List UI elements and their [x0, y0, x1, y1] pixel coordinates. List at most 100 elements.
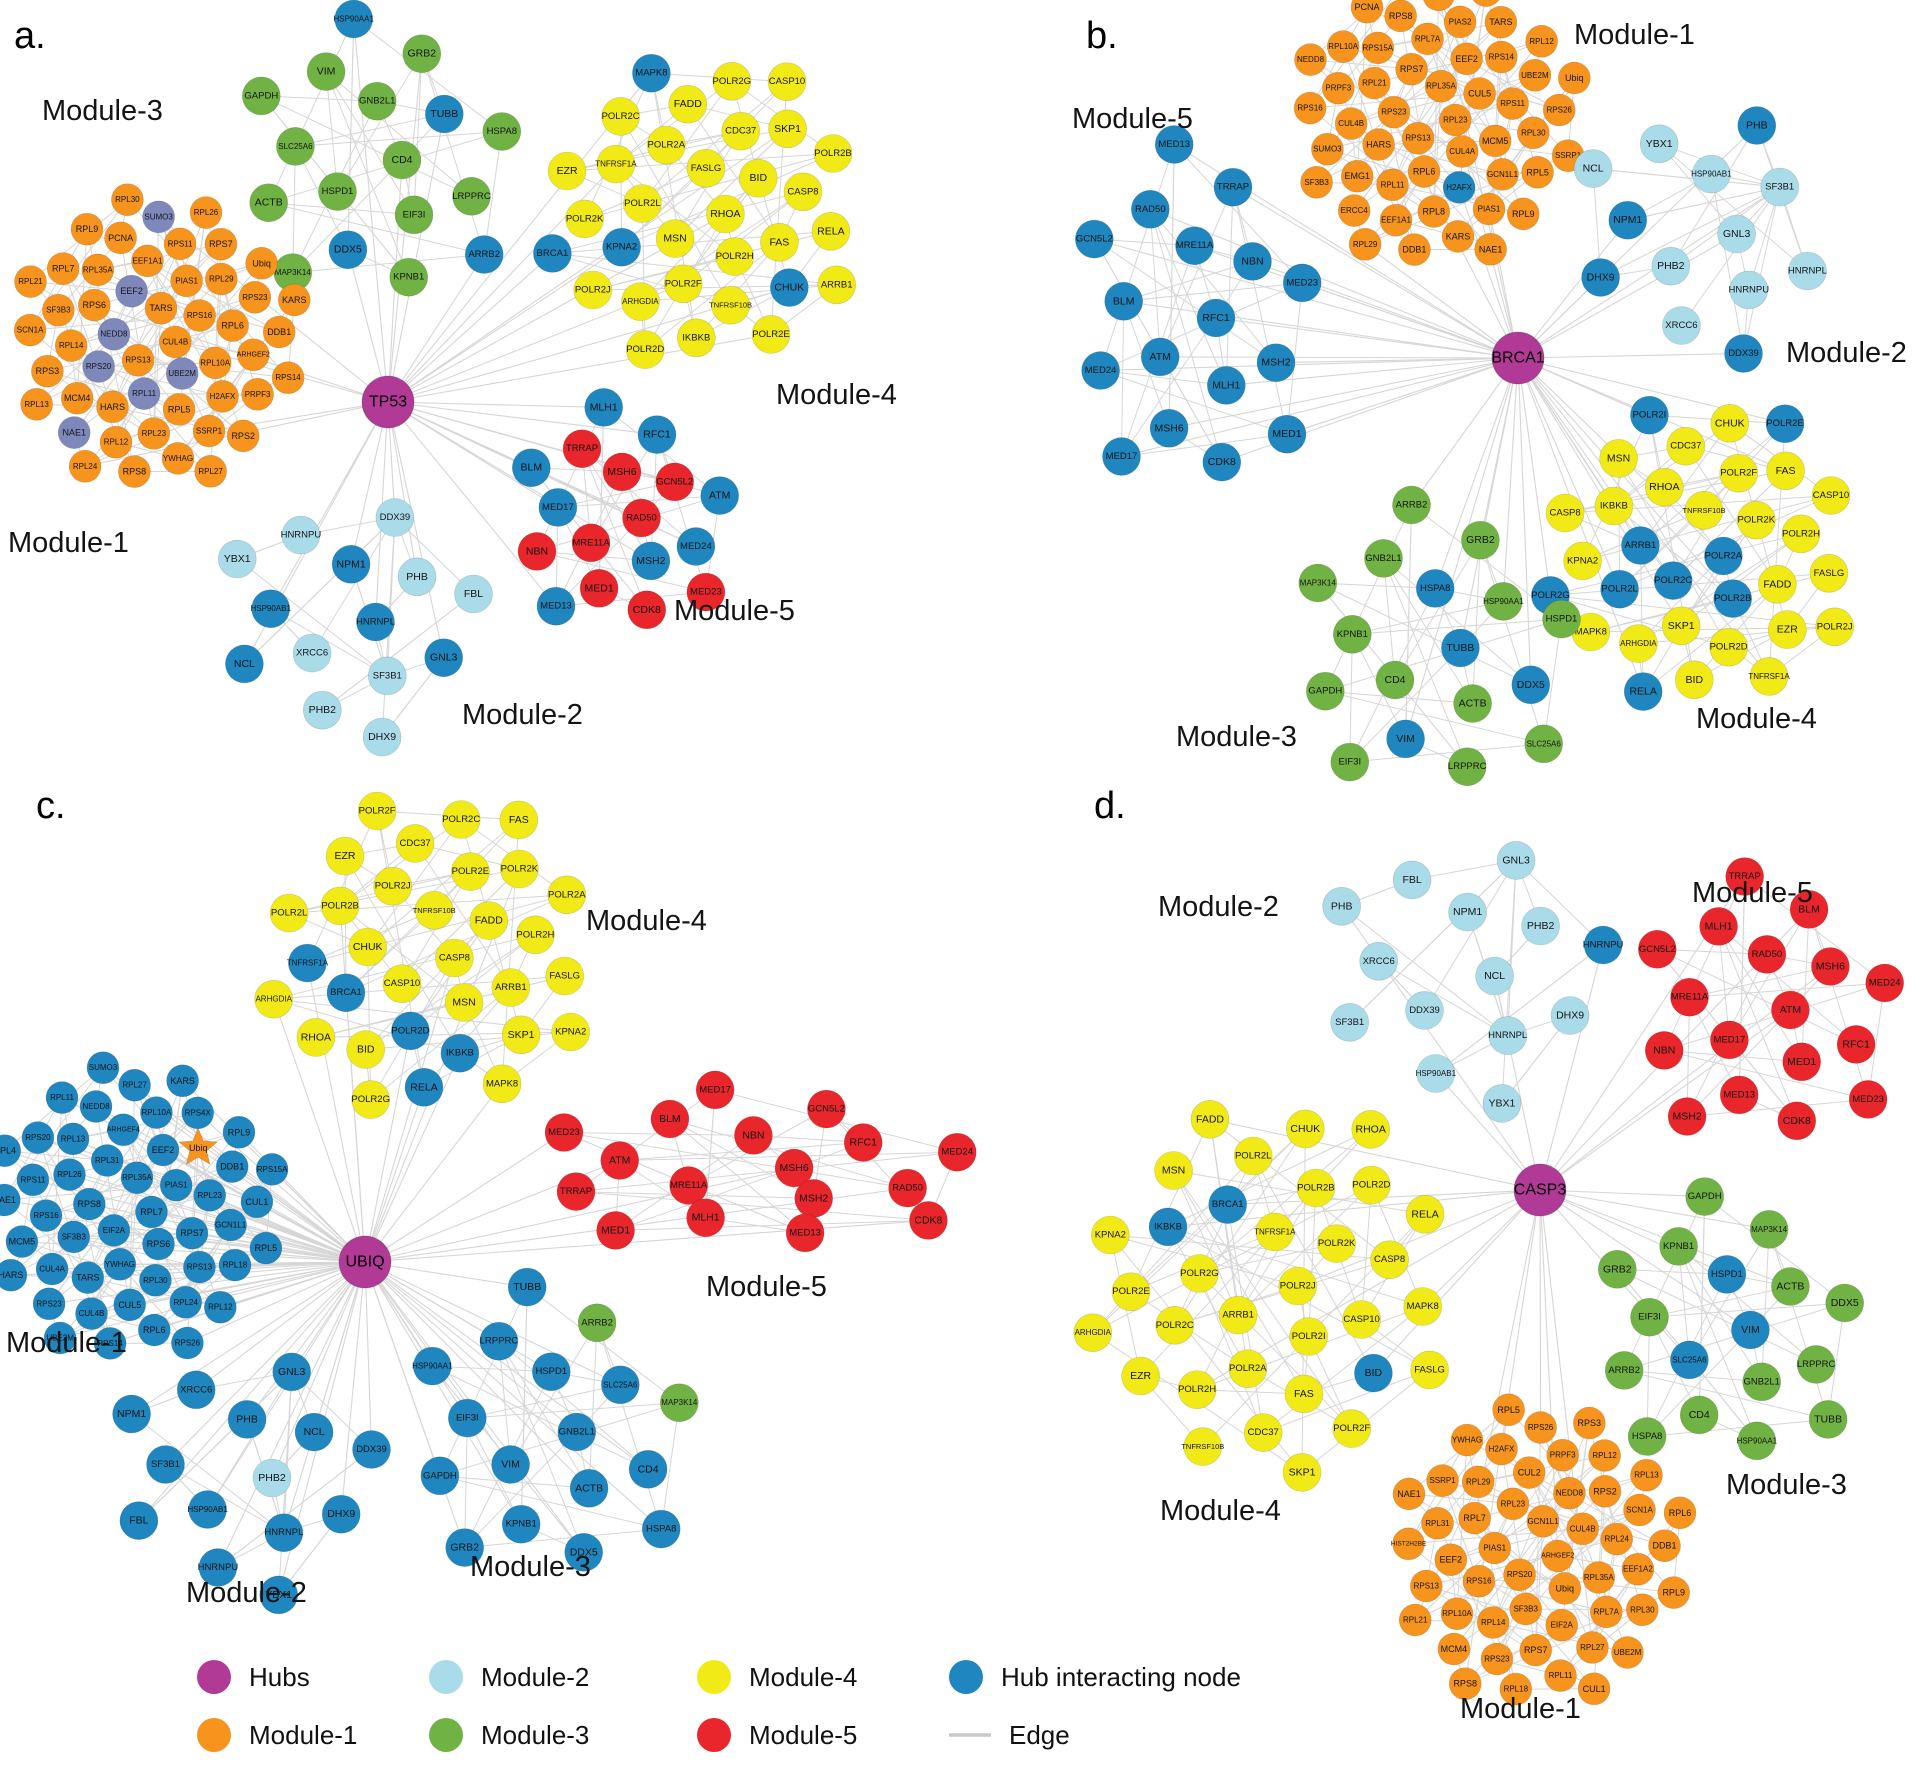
network-node[interactable]	[118, 455, 151, 488]
network-node[interactable]	[60, 381, 94, 415]
network-node[interactable]	[1282, 263, 1322, 303]
network-node[interactable]	[533, 234, 572, 273]
network-node[interactable]	[482, 1064, 522, 1104]
network-node[interactable]	[73, 1187, 106, 1221]
network-node[interactable]	[424, 638, 464, 678]
network-node[interactable]	[888, 1168, 927, 1208]
network-node[interactable]	[937, 1132, 977, 1172]
network-node[interactable]	[1196, 298, 1236, 338]
network-node[interactable]	[318, 172, 357, 211]
network-node[interactable]	[131, 244, 164, 278]
network-node[interactable]	[1183, 1427, 1223, 1466]
network-node[interactable]	[189, 196, 223, 229]
network-node[interactable]	[1573, 149, 1613, 188]
network-node[interactable]	[1760, 167, 1799, 207]
network-node[interactable]	[1091, 1215, 1130, 1255]
network-node[interactable]	[1719, 1075, 1759, 1115]
network-node[interactable]	[97, 1214, 131, 1247]
network-node[interactable]	[1488, 1016, 1527, 1055]
network-node[interactable]	[637, 415, 677, 454]
network-node[interactable]	[1766, 451, 1805, 491]
network-node[interactable]	[1448, 1667, 1482, 1700]
network-node[interactable]	[556, 1172, 596, 1211]
network-node[interactable]	[1492, 1393, 1525, 1427]
network-node[interactable]	[517, 532, 557, 571]
network-node[interactable]	[302, 690, 342, 730]
network-node[interactable]	[676, 527, 716, 566]
network-node[interactable]	[352, 1430, 391, 1469]
network-node[interactable]	[1825, 1283, 1864, 1323]
network-node[interactable]	[1482, 1084, 1522, 1123]
network-node[interactable]	[1218, 1295, 1258, 1335]
network-node[interactable]	[90, 1144, 124, 1177]
network-node[interactable]	[1450, 42, 1483, 76]
network-node[interactable]	[97, 317, 131, 351]
network-node[interactable]	[1590, 1595, 1623, 1629]
network-node[interactable]	[159, 325, 192, 359]
network-node[interactable]	[1566, 1512, 1599, 1546]
network-node[interactable]	[0, 1134, 21, 1167]
network-node[interactable]	[1081, 351, 1120, 390]
network-node[interactable]	[531, 1352, 571, 1391]
network-node[interactable]	[1351, 1110, 1390, 1149]
network-node[interactable]	[112, 1394, 151, 1434]
network-node[interactable]	[1439, 103, 1472, 137]
network-node[interactable]	[1675, 660, 1714, 700]
network-node[interactable]	[1478, 124, 1512, 158]
network-node[interactable]	[464, 235, 504, 274]
network-node[interactable]	[571, 523, 611, 563]
network-node[interactable]	[562, 429, 602, 469]
network-node[interactable]	[1478, 1531, 1511, 1565]
network-node[interactable]	[1542, 599, 1581, 639]
network-node[interactable]	[1322, 71, 1355, 105]
network-node[interactable]	[1073, 1313, 1113, 1352]
network-node[interactable]	[328, 230, 368, 269]
network-node[interactable]	[909, 1201, 948, 1240]
network-node[interactable]	[241, 377, 274, 411]
network-node[interactable]	[1496, 87, 1529, 120]
network-node[interactable]	[45, 1081, 79, 1114]
network-node[interactable]	[579, 568, 619, 608]
network-node[interactable]	[1777, 1101, 1817, 1141]
network-node[interactable]	[214, 1208, 247, 1242]
network-node[interactable]	[1644, 1031, 1684, 1070]
network-node[interactable]	[382, 140, 422, 180]
network-node[interactable]	[1424, 69, 1458, 103]
network-node[interactable]	[1758, 564, 1797, 604]
network-node[interactable]	[16, 1163, 50, 1197]
network-node[interactable]	[215, 1150, 249, 1183]
network-node[interactable]	[536, 586, 576, 626]
network-node[interactable]	[402, 34, 442, 74]
network-node[interactable]	[1621, 1552, 1655, 1586]
network-node[interactable]	[1661, 606, 1701, 646]
network-node[interactable]	[1619, 624, 1658, 663]
network-node[interactable]	[1207, 366, 1246, 405]
network-node[interactable]	[1742, 1362, 1781, 1402]
network-node[interactable]	[1737, 1421, 1777, 1461]
network-node[interactable]	[1154, 1151, 1193, 1190]
network-node[interactable]	[183, 1250, 216, 1284]
network-node[interactable]	[646, 125, 686, 165]
network-node[interactable]	[441, 800, 481, 839]
network-node[interactable]	[204, 1290, 237, 1324]
network-node[interactable]	[373, 866, 413, 906]
network-node[interactable]	[1350, 0, 1384, 24]
network-node[interactable]	[1630, 1458, 1663, 1492]
network-node[interactable]	[507, 1267, 547, 1307]
network-node[interactable]	[1663, 1496, 1697, 1530]
network-node[interactable]	[569, 1469, 609, 1508]
network-node[interactable]	[623, 184, 662, 223]
network-node[interactable]	[1392, 1477, 1426, 1511]
network-node[interactable]	[655, 219, 695, 258]
network-node[interactable]	[41, 293, 75, 327]
network-node[interactable]	[1749, 657, 1789, 696]
network-node[interactable]	[551, 1012, 591, 1052]
network-node[interactable]	[602, 227, 641, 267]
network-node[interactable]	[1155, 1306, 1195, 1345]
network-node[interactable]	[511, 448, 551, 488]
network-node[interactable]	[115, 274, 148, 308]
network-node[interactable]	[469, 901, 509, 940]
network-node[interactable]	[13, 313, 47, 347]
network-node[interactable]	[404, 1068, 444, 1107]
network-node[interactable]	[142, 1227, 175, 1261]
